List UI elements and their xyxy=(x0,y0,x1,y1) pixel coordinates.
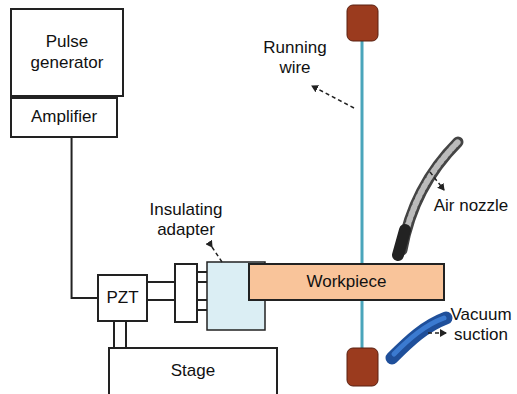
process-box: Amplifier xyxy=(10,97,118,138)
wire-guide xyxy=(347,348,378,386)
leader-line xyxy=(312,86,354,108)
vacuum-highlight xyxy=(394,318,444,354)
part-label: Insulating adapter xyxy=(140,200,232,241)
workpiece-box: Workpiece xyxy=(248,263,445,301)
leader-line xyxy=(428,332,446,334)
mount-plate xyxy=(175,264,197,322)
node-text: Stage xyxy=(171,361,215,381)
part-label: Running wire xyxy=(252,38,338,79)
support-post xyxy=(114,320,126,349)
signal-wire xyxy=(72,138,97,298)
nozzle-tip xyxy=(398,230,405,255)
leader-line xyxy=(212,247,222,262)
node-text: Amplifier xyxy=(31,107,97,127)
actuator-box: PZT xyxy=(97,274,148,322)
part-label: Air nozzle xyxy=(428,196,514,216)
vacuum-suction xyxy=(392,318,446,358)
leader-line xyxy=(430,172,444,190)
running-wire xyxy=(361,20,364,376)
node-text: PZT xyxy=(106,288,138,308)
horn-connector xyxy=(146,282,177,300)
part-label: Vacuum suction xyxy=(447,305,515,346)
node-text: Pulse generator xyxy=(12,32,122,73)
process-box: Pulse generator xyxy=(10,8,124,97)
wire-guide xyxy=(347,5,378,41)
node-text: Workpiece xyxy=(307,272,387,292)
stage-box: Stage xyxy=(108,347,278,394)
